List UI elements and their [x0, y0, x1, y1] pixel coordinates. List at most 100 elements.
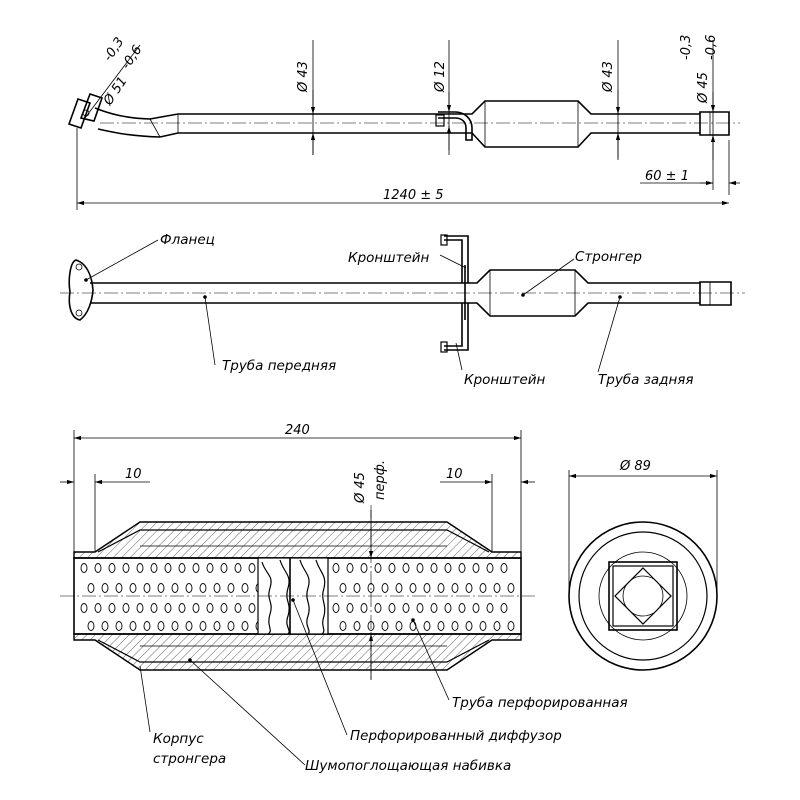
leader-bracket-lower: Кронштейн	[455, 342, 546, 388]
perforation-hole	[227, 621, 235, 631]
perforation-hole	[178, 563, 186, 573]
perforation-hole	[227, 583, 235, 593]
dim-perforated-note-text: перф.	[373, 460, 388, 500]
dim-right-offset: 10	[440, 467, 535, 552]
perforation-hole	[129, 621, 137, 631]
perforation-hole	[430, 603, 438, 613]
perforation-hole	[248, 563, 256, 573]
perforation-hole	[171, 621, 179, 631]
perforation-hole	[80, 603, 88, 613]
perforation-hole	[493, 621, 501, 631]
perforation-hole	[416, 563, 424, 573]
perforation-hole	[234, 603, 242, 613]
perforation-hole	[220, 563, 228, 573]
perforation-hole	[206, 563, 214, 573]
perforation-hole	[87, 583, 95, 593]
perforation-hole	[402, 603, 410, 613]
dim-outer-diameter-text: Ø 89	[619, 459, 651, 474]
perforation-hole	[458, 563, 466, 573]
perforation-hole	[500, 563, 508, 573]
perforation-hole	[234, 563, 242, 573]
perforation-hole	[115, 583, 123, 593]
perforation-hole	[374, 603, 382, 613]
perforation-hole	[122, 603, 130, 613]
flange-middle	[68, 259, 94, 321]
label-body-line1: Корпус	[153, 731, 204, 747]
perforation-hole	[192, 603, 200, 613]
perforation-hole	[360, 563, 368, 573]
bracket-middle	[440, 234, 469, 353]
dim-front-diameter-text: Ø 43	[296, 61, 311, 93]
perforation-hole	[143, 621, 151, 631]
perforation-hole	[213, 621, 221, 631]
leader-packing: Шумопоглощающая набивка	[188, 658, 511, 774]
muffler-top	[448, 100, 700, 148]
dim-perforated-diameter: Ø 45 перф.	[353, 460, 388, 680]
perforation-hole	[241, 621, 249, 631]
dim-section-length: 240	[73, 423, 522, 552]
perforation-hole	[150, 563, 158, 573]
dim-rear-diameter-text: Ø 43	[601, 61, 616, 93]
perforation-hole	[353, 621, 361, 631]
leader-diffuser: Перфорированный диффузор	[291, 598, 562, 744]
perforation-hole	[185, 583, 193, 593]
perforation-hole	[108, 563, 116, 573]
perforation-hole	[80, 563, 88, 573]
end-view	[568, 521, 718, 671]
dim-perforated-diameter-text: Ø 45	[353, 472, 368, 504]
perforation-hole	[409, 621, 417, 631]
perforation-hole	[430, 563, 438, 573]
perforation-hole	[206, 603, 214, 613]
perforation-hole	[472, 563, 480, 573]
perforation-hole	[94, 563, 102, 573]
perforation-hole	[157, 583, 165, 593]
perforation-hole	[129, 583, 137, 593]
flange-top	[67, 92, 104, 130]
dim-left-offset-text: 10	[125, 467, 142, 482]
label-perforated-pipe: Труба перфорированная	[452, 695, 628, 711]
perforation-hole	[437, 583, 445, 593]
perforation-hole	[150, 603, 158, 613]
dim-bracket-diameter-text: Ø 12	[433, 61, 448, 93]
perforation-hole	[465, 583, 473, 593]
perforation-hole	[199, 583, 207, 593]
perforation-hole	[213, 583, 221, 593]
perforation-hole	[136, 563, 144, 573]
leader-front-pipe: Труба передняя	[203, 295, 336, 374]
outlet-top	[699, 111, 730, 136]
leader-perforated-pipe: Труба перфорированная	[411, 618, 628, 711]
top-view: Ø 43 Ø 12 Ø 43 Ø 45 -0,3 -0,6 Ø 51	[67, 35, 740, 210]
dim-outlet-tol2-text: -0,6	[704, 35, 719, 60]
perforation-hole	[185, 621, 193, 631]
dim-outlet-length: 60 ± 1	[640, 140, 740, 195]
perforation-hole	[437, 621, 445, 631]
perforation-hole	[479, 621, 487, 631]
section-view: 240 10 10 Ø 45 перф.	[60, 423, 718, 774]
perforation-hole	[199, 621, 207, 631]
perforation-hole	[94, 603, 102, 613]
perforation-hole	[101, 583, 109, 593]
perforation-hole	[178, 603, 186, 613]
perforation-hole	[402, 563, 410, 573]
perforation-hole	[423, 583, 431, 593]
perforation-hole	[500, 603, 508, 613]
perforation-hole	[381, 583, 389, 593]
perforation-hole	[493, 583, 501, 593]
perforation-hole	[339, 583, 347, 593]
label-body-line2: стронгера	[153, 751, 226, 767]
leader-bracket-upper: Кронштейн	[348, 250, 467, 269]
dim-rear-diameter: Ø 43	[601, 40, 621, 160]
label-packing: Шумопоглощающая набивка	[305, 758, 511, 774]
dim-total-length-text: 1240 ± 5	[383, 188, 444, 203]
label-stronger: Стронгер	[575, 249, 642, 265]
label-flange: Фланец	[160, 232, 215, 248]
dim-outlet-tol-text: -0,3	[679, 35, 694, 60]
label-bracket-upper: Кронштейн	[348, 250, 430, 266]
perforation-hole	[248, 603, 256, 613]
label-bracket-lower: Кронштейн	[464, 372, 546, 388]
perforation-hole	[451, 621, 459, 631]
leader-body: Корпус стронгера	[139, 665, 226, 767]
outlet-middle	[699, 281, 732, 306]
leader-stronger: Стронгер	[521, 249, 642, 297]
